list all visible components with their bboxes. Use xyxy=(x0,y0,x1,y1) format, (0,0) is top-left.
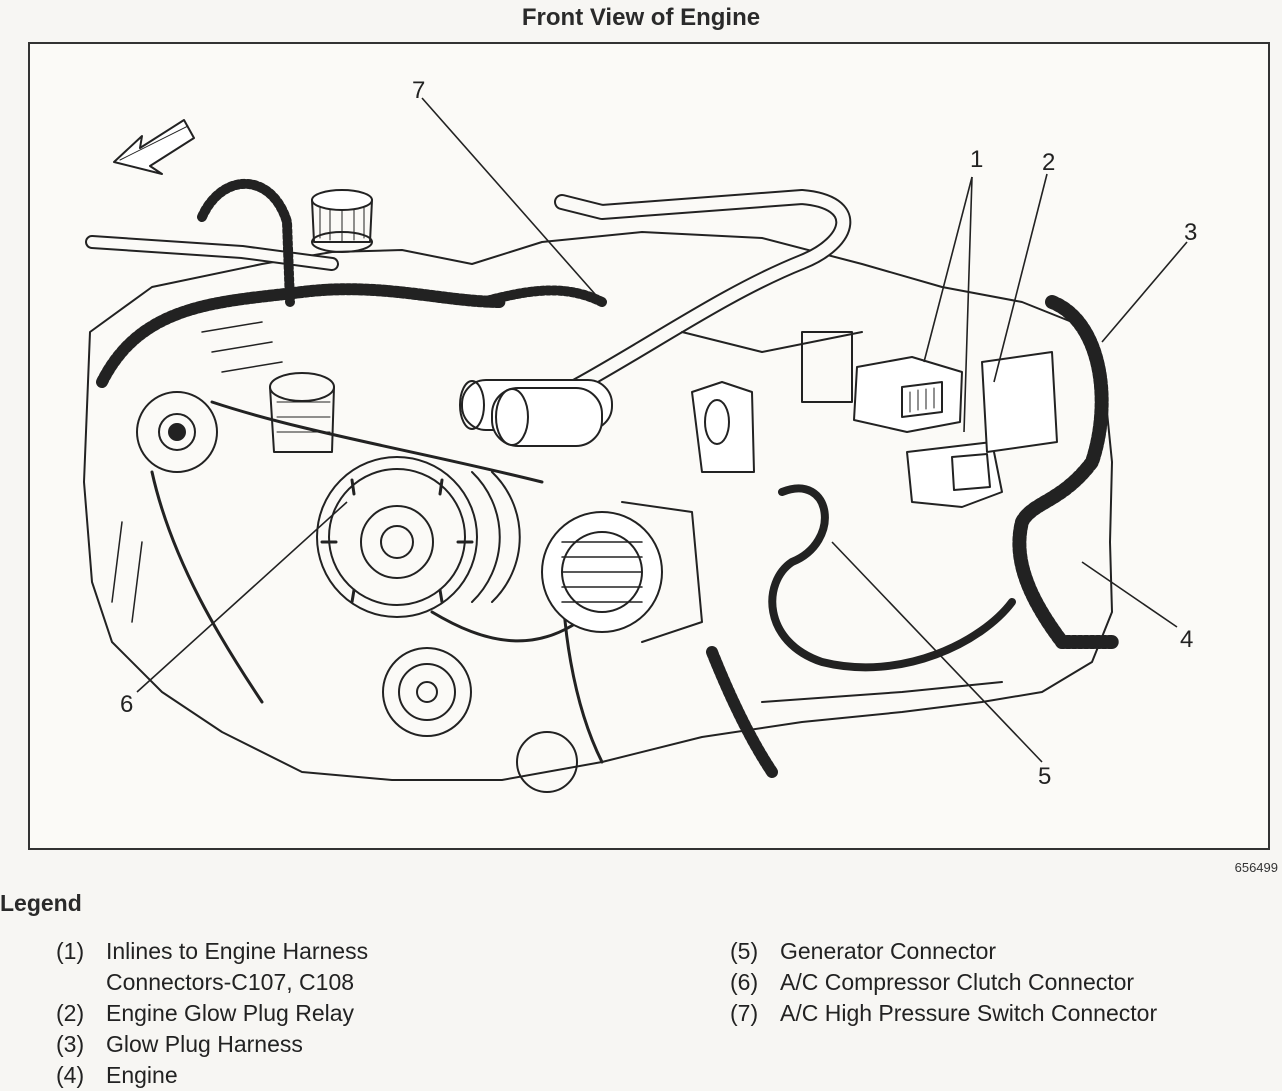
generator xyxy=(541,501,703,643)
legend-item: (3) Glow Plug Harness xyxy=(56,1029,368,1060)
callout-leader-lines xyxy=(136,97,1188,763)
legend-number: (3) xyxy=(56,1031,85,1057)
glow-plug-relay xyxy=(853,356,963,433)
callout-7: 7 xyxy=(412,77,425,104)
direction-arrow-icon xyxy=(113,119,195,175)
wiring-harness-left xyxy=(96,283,508,388)
left-pulley xyxy=(136,391,218,473)
harness-connectors xyxy=(906,351,1058,508)
legend-item: (4) Engine xyxy=(56,1060,368,1091)
legend-text: Inlines to Engine Harness Connectors-C10… xyxy=(106,938,369,995)
diagram-title: Front View of Engine xyxy=(521,4,761,31)
callout-5: 5 xyxy=(1038,763,1051,790)
intake-tube xyxy=(269,372,335,453)
engine-figure-frame: 7 1 2 3 4 5 6 xyxy=(28,42,1270,850)
legend-text: Engine Glow Plug Relay xyxy=(106,1000,355,1026)
legend-text: A/C High Pressure Switch Connector xyxy=(780,1000,1158,1026)
tensioner-pulley xyxy=(382,647,472,737)
legend-number: (1) xyxy=(56,938,85,964)
callout-2: 2 xyxy=(1042,149,1055,176)
callout-labels: 7 1 2 3 4 5 6 xyxy=(120,77,1197,790)
callout-1: 1 xyxy=(970,146,983,173)
engine-illustration: 7 1 2 3 4 5 6 xyxy=(83,77,1197,793)
legend-text: Glow Plug Harness xyxy=(106,1031,303,1057)
fuel-filter xyxy=(459,379,613,447)
legend-item: (6) A/C Compressor Clutch Connector xyxy=(730,967,1157,998)
legend-item: (1) Inlines to Engine Harness Connectors… xyxy=(56,936,368,998)
oil-fill-cap xyxy=(311,189,373,253)
glow-plug-harness xyxy=(1012,295,1119,649)
legend-number: (7) xyxy=(730,1000,759,1026)
legend-number: (5) xyxy=(730,938,759,964)
legend-text: Generator Connector xyxy=(780,938,997,964)
legend-item: (2) Engine Glow Plug Relay xyxy=(56,998,368,1029)
legend-text: Engine xyxy=(106,1062,178,1088)
legend-text: A/C Compressor Clutch Connector xyxy=(780,969,1135,995)
callout-6: 6 xyxy=(120,691,133,718)
ac-compressor xyxy=(316,456,521,618)
figure-id: 656499 xyxy=(1234,860,1278,875)
legend-item: (7) A/C High Pressure Switch Connector xyxy=(730,998,1157,1029)
legend-number: (6) xyxy=(730,969,759,995)
callout-4: 4 xyxy=(1180,626,1193,653)
legend-column-left: (1) Inlines to Engine Harness Connectors… xyxy=(56,936,368,1091)
legend-number: (2) xyxy=(56,1000,85,1026)
engine-outline xyxy=(83,231,1113,781)
legend-heading: Legend xyxy=(0,890,82,916)
legend-column-right: (5) Generator Connector (6) A/C Compress… xyxy=(730,936,1157,1029)
legend-item: (5) Generator Connector xyxy=(730,936,1157,967)
drive-belt xyxy=(150,400,604,764)
legend-number: (4) xyxy=(56,1062,85,1088)
callout-3: 3 xyxy=(1184,219,1197,246)
